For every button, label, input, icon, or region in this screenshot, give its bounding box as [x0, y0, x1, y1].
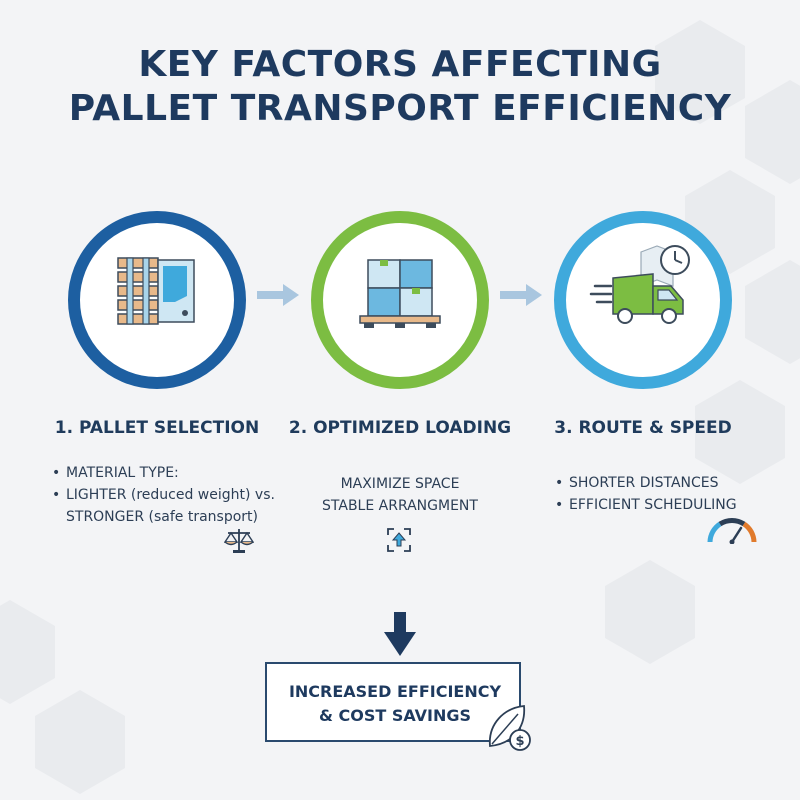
list-item: STABLE ARRANGMENT: [322, 498, 478, 514]
result-box: INCREASED EFFICIENCY & COST SAVINGS: [265, 662, 521, 742]
right-arrow-icon: [257, 284, 299, 306]
pallet-selection-circle: [68, 211, 246, 389]
page-title-line-1: KEY FACTORS AFFECTING: [138, 44, 662, 85]
svg-text:$: $: [515, 734, 524, 749]
route-speed-circle: [554, 211, 732, 389]
step-title-pallet-selection: 1. PALLET SELECTION: [54, 418, 260, 438]
balance-scale-icon: [224, 529, 254, 553]
pallet-selection-bullets: •MATERIAL TYPE: •LIGHTER (reduced weight…: [52, 462, 275, 528]
stacked-boxes-icon: [359, 259, 441, 328]
list-item: •SHORTER DISTANCES: [555, 475, 719, 491]
list-item: •EFFICIENT SCHEDULING: [555, 497, 737, 513]
optimized-loading-circle: [311, 211, 489, 389]
step-title-optimized-loading: 2. OPTIMIZED LOADING: [288, 418, 512, 438]
down-arrow-icon: [384, 612, 416, 656]
optimized-loading-lines: MAXIMIZE SPACE STABLE ARRANGMENT: [290, 473, 510, 517]
delivery-truck-icon: [589, 245, 690, 324]
route-speed-bullets: •SHORTER DISTANCES •EFFICIENT SCHEDULING: [555, 472, 737, 516]
page-title-line-2: PALLET TRANSPORT EFFICIENCY: [68, 88, 732, 129]
result-line-2: & COST SAVINGS: [318, 706, 472, 725]
list-item: •MATERIAL TYPE:: [52, 465, 179, 481]
pallet-icon: [117, 257, 195, 325]
list-item: STRONGER (safe transport): [66, 509, 259, 525]
list-item: MAXIMIZE SPACE: [340, 476, 460, 492]
result-line-1: INCREASED EFFICIENCY: [288, 682, 502, 701]
right-arrow-icon: [500, 284, 542, 306]
expand-arrow-icon: [387, 528, 411, 552]
list-item: •LIGHTER (reduced weight) vs.: [52, 487, 275, 503]
step-title-route-speed: 3. ROUTE & SPEED: [554, 418, 732, 438]
speedometer-icon: [707, 518, 757, 544]
leaf-dollar-icon: $: [489, 705, 531, 751]
